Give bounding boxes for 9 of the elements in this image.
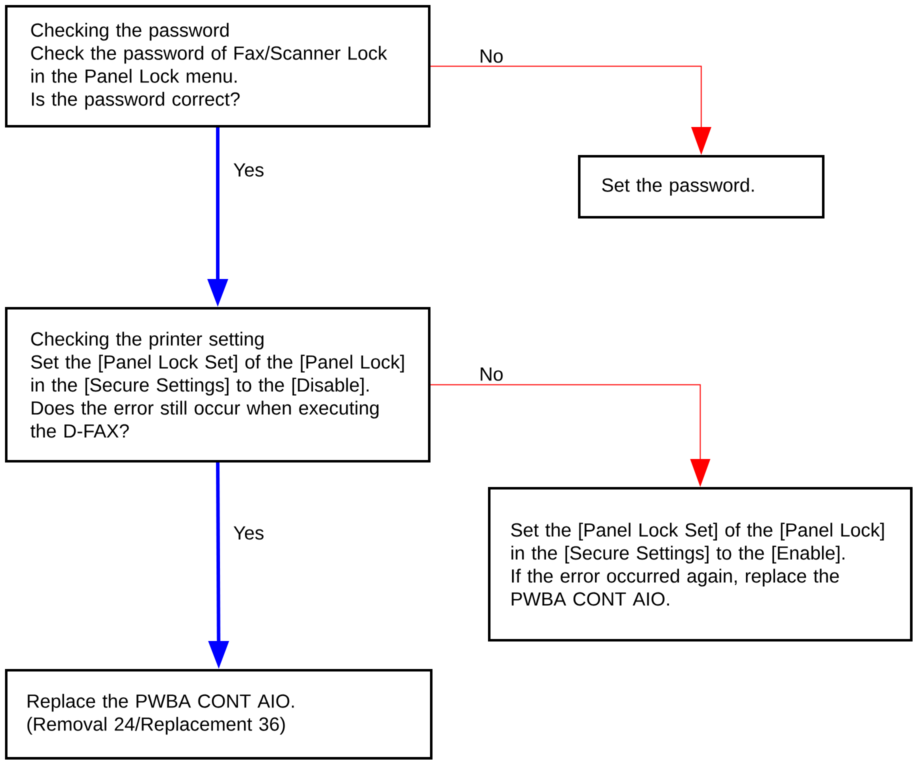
process-box: Replace the PWBA CONT AIO. (Removal 24/Replacement 36) — [5, 669, 432, 760]
edge-label: No — [478, 366, 504, 382]
process-box: Set the [Panel Lock Set] of the [Panel Lock] in the [Secure Settings] to the [Enable]. If the error occurred again, replace the PWBA CONT AIO. — [488, 487, 912, 642]
process-box: Set the password. — [578, 155, 824, 218]
edge-label: No — [478, 48, 504, 64]
process-box: Checking the password Check the password of Fax/Scanner Lock in the Panel Lock menu. Is the password correct? — [5, 5, 430, 128]
edge-label: Yes — [232, 162, 266, 178]
process-box: Checking the printer setting Set the [Panel Lock Set] of the [Panel Lock] in the [Secure Settings] to the [Disable]. Does the error still occur when executing the D-FAX? — [5, 307, 430, 462]
edge-label: Yes — [232, 525, 266, 541]
